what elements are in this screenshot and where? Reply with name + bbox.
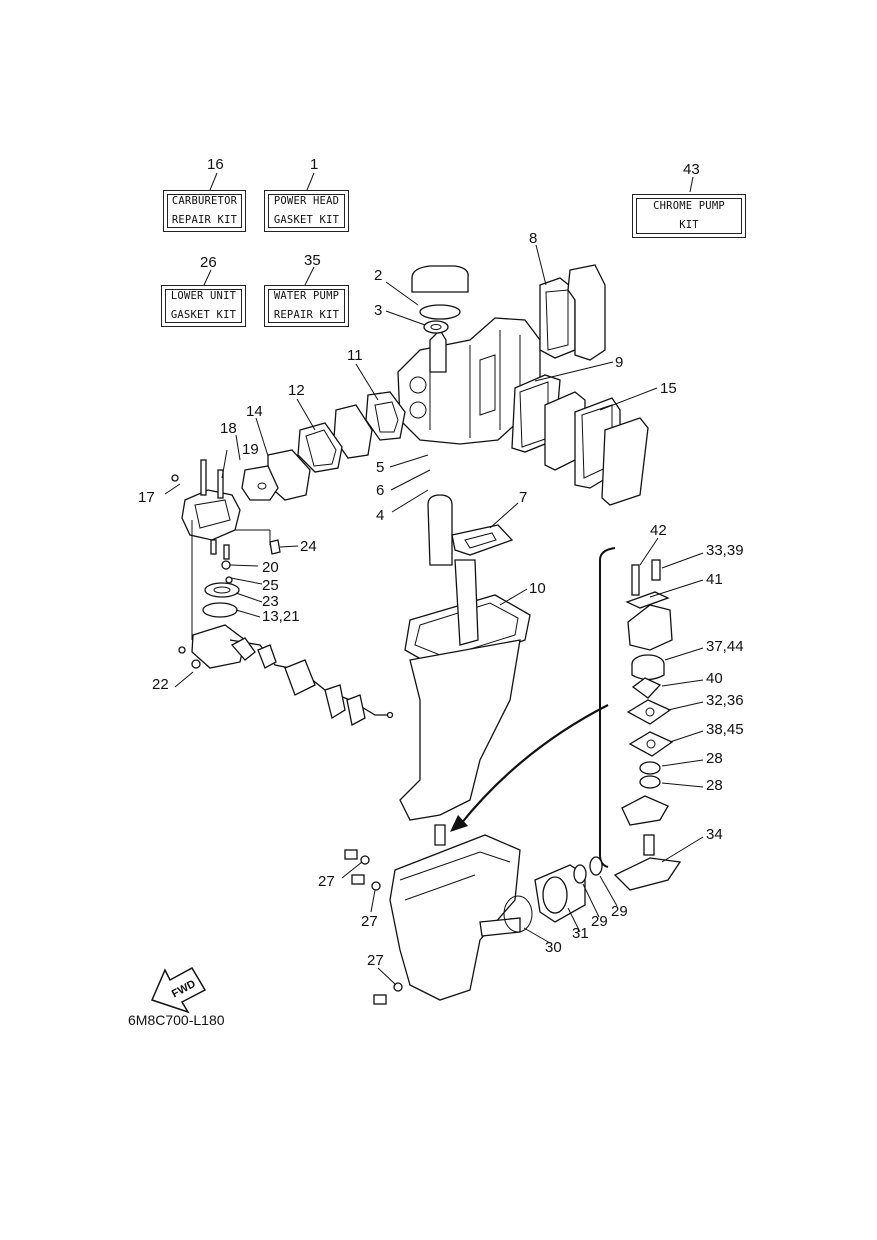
kit-line-2: REPAIR KIT xyxy=(273,309,340,321)
drawing-code: 6M8C700-L180 xyxy=(128,1012,225,1028)
kit-line-2: REPAIR KIT xyxy=(171,214,238,226)
kit-box-lower-unit: LOWER UNIT GASKET KIT xyxy=(161,285,246,327)
lower-unit xyxy=(344,834,603,1005)
callout: 27 xyxy=(361,913,378,930)
callout: 29 xyxy=(591,913,608,930)
oil-seal-part-3 xyxy=(423,320,449,334)
callout: 38,45 xyxy=(706,721,744,738)
callout: 23 xyxy=(262,593,279,610)
callout: 25 xyxy=(262,577,279,594)
callout: 28 xyxy=(706,750,723,767)
kit-number-carburetor: 16 xyxy=(207,156,224,173)
kit-box-power-head: POWER HEAD GASKET KIT xyxy=(264,190,349,232)
kit-line-1: LOWER UNIT xyxy=(170,290,237,302)
kit-number-water-pump: 35 xyxy=(304,252,321,269)
kit-box-water-pump: WATER PUMP REPAIR KIT xyxy=(264,285,349,327)
callout: 8 xyxy=(529,230,538,247)
callout: 30 xyxy=(545,939,562,956)
cylinder-cap xyxy=(411,265,469,293)
callout: 17 xyxy=(138,489,155,506)
callout: 33,39 xyxy=(706,542,744,559)
callout: 2 xyxy=(374,267,383,284)
callout: 14 xyxy=(246,403,263,420)
drive-shaft-housing xyxy=(399,494,531,846)
callout: 6 xyxy=(376,482,385,499)
kit-box-carburetor: CARBURETOR REPAIR KIT xyxy=(163,190,246,232)
kit-number-power-head: 1 xyxy=(310,156,319,173)
callout: 5 xyxy=(376,459,385,476)
callout: 22 xyxy=(152,676,169,693)
kit-line-1: CHROME PUMP xyxy=(653,200,725,212)
o-ring-part-2 xyxy=(419,304,461,320)
kit-line-2: GASKET KIT xyxy=(273,214,340,226)
exhaust-covers xyxy=(511,264,649,506)
kit-line-1: WATER PUMP xyxy=(273,290,340,302)
callout: 3 xyxy=(374,302,383,319)
callout: 29 xyxy=(611,903,628,920)
callout: 15 xyxy=(660,380,677,397)
kit-line-1: CARBURETOR xyxy=(171,195,238,207)
callout: 18 xyxy=(220,420,237,437)
callout: 31 xyxy=(572,925,589,942)
callout: 37,44 xyxy=(706,638,744,655)
callout: 20 xyxy=(262,559,279,576)
callout: 10 xyxy=(529,580,546,597)
callout: 13,21 xyxy=(262,608,300,625)
callout: 4 xyxy=(376,507,385,524)
callout: 32,36 xyxy=(706,692,744,709)
callout: 27 xyxy=(318,873,335,890)
water-pump-parts xyxy=(613,559,682,891)
callout: 11 xyxy=(347,347,363,364)
callout: 34 xyxy=(706,826,723,843)
callout: 9 xyxy=(615,354,624,371)
pump-group-bracket xyxy=(599,547,616,868)
callout-leaders xyxy=(164,244,704,986)
carburetor-body xyxy=(171,459,394,726)
callout: 42 xyxy=(650,522,667,539)
callout: 24 xyxy=(300,538,317,555)
kit-line-2: KIT xyxy=(679,219,699,231)
callout: 40 xyxy=(706,670,723,687)
cylinder-block xyxy=(397,317,541,445)
callout: 41 xyxy=(706,571,723,588)
callout: 12 xyxy=(288,382,305,399)
kit-number-chrome-pump: 43 xyxy=(683,161,700,178)
kit-box-chrome-pump: CHROME PUMP KIT xyxy=(632,194,746,238)
callout: 7 xyxy=(519,489,528,506)
kit-line-1: POWER HEAD xyxy=(273,195,340,207)
kit-number-lower-unit: 26 xyxy=(200,254,217,271)
kit-line-2: GASKET KIT xyxy=(170,309,237,321)
intake-assembly xyxy=(241,391,406,501)
callout: 28 xyxy=(706,777,723,794)
fwd-arrow: FWD xyxy=(150,966,207,1014)
callout: 19 xyxy=(242,441,259,458)
kit-leaders xyxy=(203,172,694,286)
callout: 27 xyxy=(367,952,384,969)
assembly-arrow xyxy=(459,704,609,826)
